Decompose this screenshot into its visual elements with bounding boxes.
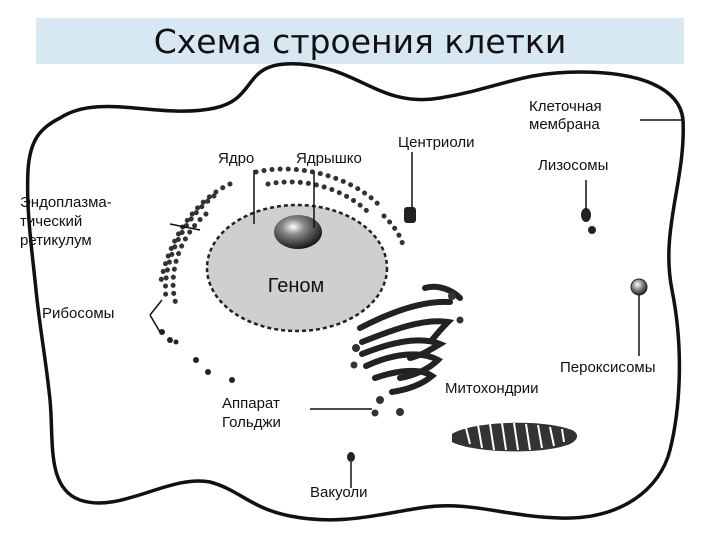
page-title: Схема строения клетки xyxy=(153,22,567,61)
peroxisome xyxy=(630,278,648,296)
nucleus-label: Ядро xyxy=(218,150,254,167)
nucleus xyxy=(205,203,389,333)
ribosomes xyxy=(159,329,235,383)
lysosomes-label: Лизосомы xyxy=(538,157,608,174)
mitochondria-label: Митохондрии xyxy=(445,380,539,397)
leader-lines xyxy=(149,119,684,488)
membrane-label-2: мембрана xyxy=(529,116,600,133)
mitochondrion xyxy=(452,422,578,452)
er-label-2: тический xyxy=(20,213,82,230)
centriole xyxy=(404,207,416,223)
golgi-label-1: Аппарат xyxy=(222,395,280,412)
endoplasmic-reticulum xyxy=(157,166,407,307)
genome-label: Геном xyxy=(268,275,325,297)
er-label-3: ретикулум xyxy=(20,232,92,249)
centrioles-label: Центриоли xyxy=(398,134,474,151)
cell-membrane xyxy=(25,62,685,522)
er-label-1: Эндоплазма- xyxy=(20,194,112,211)
golgi-apparatus xyxy=(357,283,463,395)
membrane-label-1: Клеточная xyxy=(529,98,602,115)
title-bar: Схема строения клетки xyxy=(36,18,684,64)
lysosome xyxy=(581,208,591,222)
nucleolus xyxy=(274,215,322,249)
peroxisomes-label: Пероксисомы xyxy=(560,359,656,376)
nucleolus-label: Ядрышко xyxy=(296,150,362,167)
ribosomes-label: Рибосомы xyxy=(42,305,114,322)
golgi-label-2: Гольджи xyxy=(222,414,281,431)
lysosome-small xyxy=(588,226,596,234)
golgi-vesicles xyxy=(350,292,464,417)
vacuoles-label: Вакуоли xyxy=(310,484,368,501)
vacuole xyxy=(347,452,355,462)
